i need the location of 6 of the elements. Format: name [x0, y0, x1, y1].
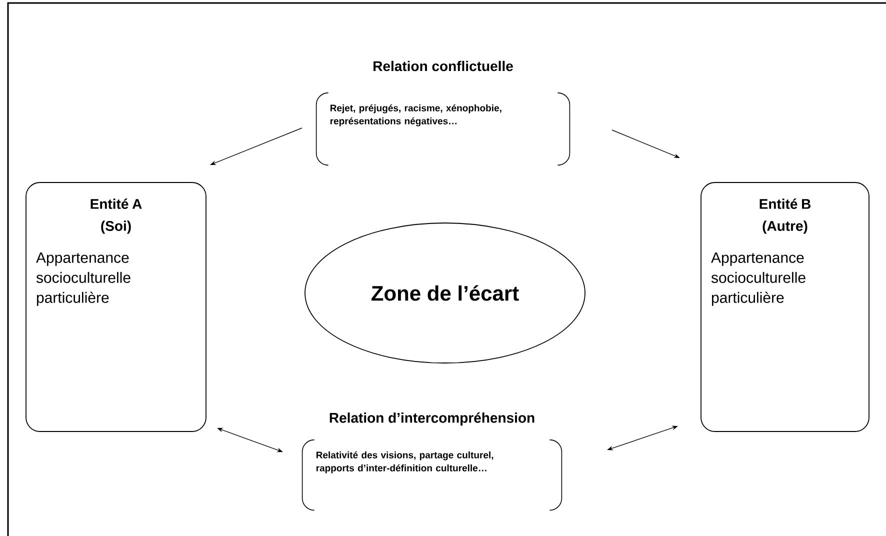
relation-heading: Relation d’intercompréhension	[330, 412, 534, 426]
entity-box: Entité B (Autre) Appartenance socioculturelle particulière	[700, 182, 870, 432]
bracket-box: Relativité des visions, partage culturel, rapports d’inter-définition culturelle…	[302, 439, 562, 511]
bracket-box: Rejet, préjugés, racisme, xénophobie, représentations négatives…	[316, 92, 570, 166]
relation-heading: Relation conflictuelle	[374, 60, 513, 72]
entity-box: Entité A (Soi) Appartenance socioculturelle particulière	[26, 182, 206, 432]
